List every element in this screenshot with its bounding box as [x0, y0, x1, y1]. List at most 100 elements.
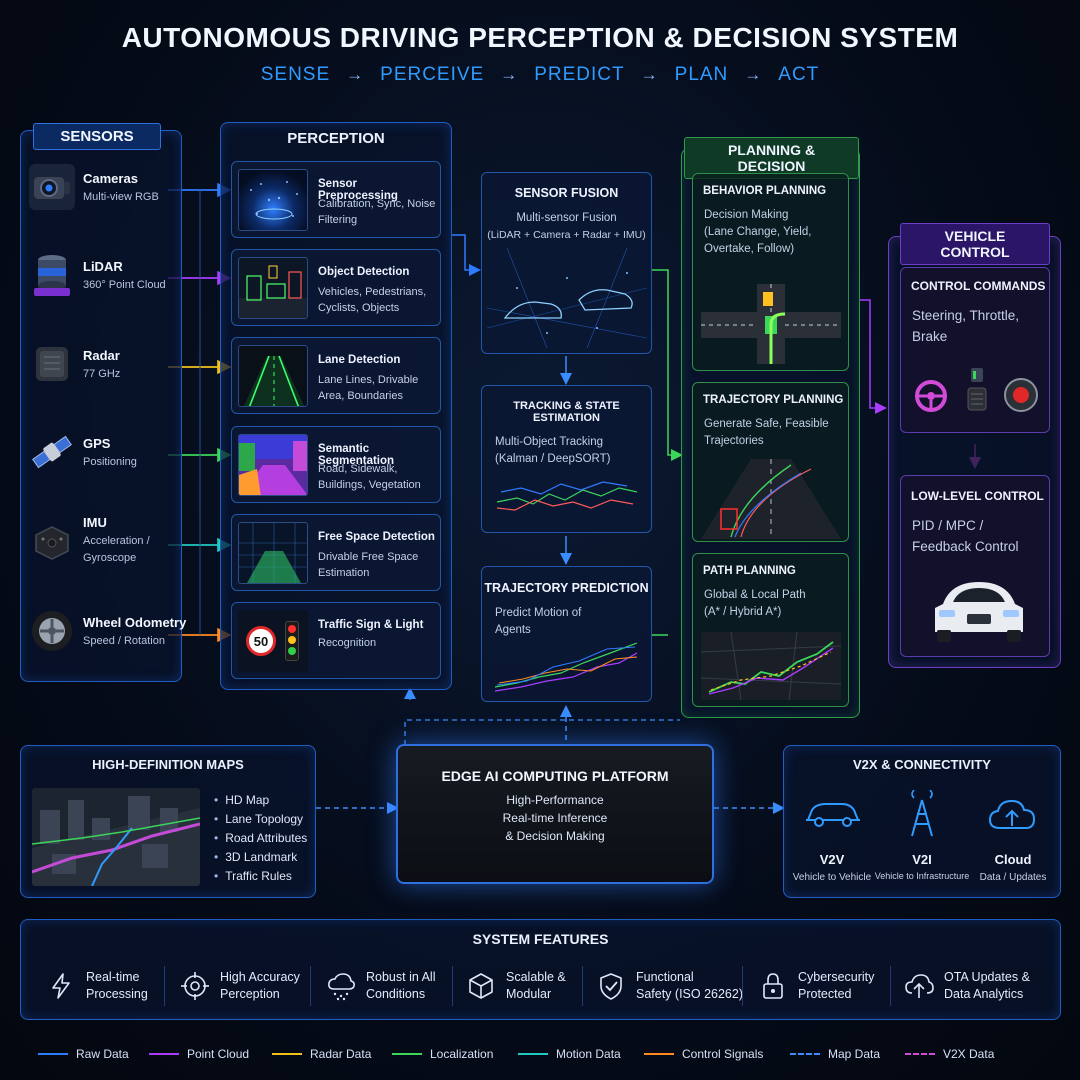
v2x-sub: Data / Updates [979, 872, 1047, 883]
sensor-radar: Radar 77 GHz [29, 324, 189, 404]
pipeline-arrow-icon: → [744, 65, 763, 84]
vehicle-front-icon [935, 582, 1023, 642]
speed-limit-value: 50 [253, 633, 269, 649]
legend-point-cloud: Point Cloud [149, 1046, 249, 1062]
prediction-line1: Predict Motion of [495, 607, 582, 619]
feature-line2: Data Analytics [944, 987, 1024, 1001]
feature-ota: OTA Updates &Data Analytics [904, 966, 1030, 1006]
sensor-name: Radar [83, 348, 120, 363]
legend-label: Motion Data [556, 1047, 621, 1061]
v2x-sub: Vehicle to Infrastructure [874, 871, 970, 881]
path-line2: (A* / Hybrid A*) [704, 606, 782, 618]
sensor-fusion-title: SENSOR FUSION [514, 186, 619, 200]
feature-line2: Perception [220, 987, 280, 1001]
feature-divider [164, 966, 165, 1006]
sensor-sub: 77 GHz [83, 368, 121, 380]
legend-arrow-icon [644, 1053, 674, 1055]
lightning-icon [52, 973, 70, 999]
perception-item-sub: Vehicles, Pedestrians, Cyclists, Objects [318, 286, 427, 314]
edge-title: EDGE AI COMPUTING PLATFORM [441, 768, 669, 784]
legend-label: V2X Data [943, 1047, 995, 1061]
v2x-panel: V2X & CONNECTIVITY V2V Vehicle to Vehicl… [783, 745, 1061, 898]
perception-item-title: Object Detection [318, 266, 410, 278]
perception-item-title: Semantic Segmentation [318, 443, 395, 467]
weather-cloud-icon [328, 973, 355, 1001]
feature-scalable: Scalable &Modular [466, 966, 566, 1006]
tracking-box: TRACKING & STATE ESTIMATION Multi-Object… [481, 385, 652, 533]
fusion-scene-illustration [487, 248, 647, 348]
legend-map-data: Map Data [790, 1046, 880, 1062]
low-level-line1: PID / MPC / [912, 518, 984, 533]
v2x-name: V2I [912, 852, 932, 867]
pipeline-arrow-icon: → [500, 65, 519, 84]
perception-object-detection: Object Detection Vehicles, Pedestrians, … [231, 249, 441, 326]
pipeline-step-sense: SENSE [260, 64, 331, 85]
imu-icon [29, 518, 75, 564]
feature-line1: Functional [636, 970, 694, 984]
vehicle-control-header: VEHICLE CONTROL [900, 223, 1050, 265]
perception-item-sub: Road, Sidewalk, Buildings, Vegetation [318, 463, 421, 491]
perception-lane-detection: Lane Detection Lane Lines, Drivable Area… [231, 337, 441, 414]
legend-radar-data: Radar Data [272, 1046, 371, 1062]
legend-arrow-icon [518, 1053, 548, 1055]
crosshair-icon [181, 972, 209, 1000]
sensor-name: IMU [83, 515, 107, 530]
behavior-planning-box: BEHAVIOR PLANNING Decision Making (Lane … [692, 173, 849, 371]
v2x-name: V2V [819, 852, 845, 867]
behavior-line3: Overtake, Follow) [704, 243, 795, 255]
legend-localization: Localization [392, 1046, 493, 1062]
legend-arrow-icon [392, 1053, 422, 1055]
pipeline-step-perceive: PERCEIVE [380, 64, 485, 85]
object-detection-thumbnail [238, 257, 308, 319]
trajectory-prediction-box: TRAJECTORY PREDICTION Predict Motion of … [481, 566, 652, 702]
car-icon [806, 803, 860, 827]
lidar-icon [29, 252, 75, 298]
legend-label: Localization [430, 1047, 494, 1061]
low-level-control-box: LOW-LEVEL CONTROL PID / MPC / Feedback C… [900, 475, 1050, 657]
low-level-title: LOW-LEVEL CONTROL [911, 489, 1044, 503]
legend-arrow-icon [38, 1053, 68, 1055]
shield-icon [600, 973, 622, 1000]
feature-line2: Modular [506, 987, 552, 1001]
traffic-sign-thumbnail: 50 [238, 610, 308, 672]
system-features-header: SYSTEM FEATURES [472, 931, 609, 947]
trajectory-line1: Generate Safe, Feasible [704, 418, 829, 430]
legend-control-signals: Control Signals [644, 1046, 763, 1062]
perception-free-space-detection: Free Space Detection Drivable Free Space… [231, 514, 441, 591]
sensor-fusion-line1: Multi-sensor Fusion [516, 212, 617, 224]
pipeline-step-predict: PREDICT [534, 64, 625, 85]
intersection-illustration [701, 284, 841, 364]
hd-map-city-image [32, 788, 200, 886]
control-commands-line2: Brake [912, 329, 948, 344]
hd-maps-header: HIGH-DEFINITION MAPS [92, 757, 244, 772]
list-item: 3D Landmark [214, 848, 307, 867]
sensor-name: GPS [83, 436, 111, 451]
prediction-line2: Agents [495, 624, 531, 636]
pipeline-arrow-icon: → [346, 65, 365, 84]
hd-maps-panel: HIGH-DEFINITION MAPS HD Map Lane Topolog… [20, 745, 316, 898]
cube-icon [469, 973, 493, 999]
edge-line2: Real-time Inference [502, 811, 608, 825]
tracking-graph-illustration [496, 481, 638, 511]
legend-label: Point Cloud [187, 1047, 250, 1061]
perception-item-sub: Recognition [318, 637, 377, 649]
legend-label: Radar Data [310, 1047, 372, 1061]
lock-icon [763, 973, 783, 999]
hd-maps-feature-list: HD Map Lane Topology Road Attributes 3D … [214, 791, 307, 886]
feature-line1: Real-time [86, 970, 140, 984]
legend-arrow-icon [905, 1053, 935, 1055]
trajectory-road-illustration [701, 459, 841, 539]
brake-icon [1003, 377, 1039, 418]
sensor-name: Cameras [83, 171, 138, 186]
path-map-illustration [701, 632, 841, 700]
feature-divider [890, 966, 891, 1006]
steering-wheel-icon [913, 378, 949, 419]
pipeline-step-plan: PLAN [674, 64, 729, 85]
perception-item-sub: Calibration, Sync, Noise Filtering [318, 198, 436, 226]
